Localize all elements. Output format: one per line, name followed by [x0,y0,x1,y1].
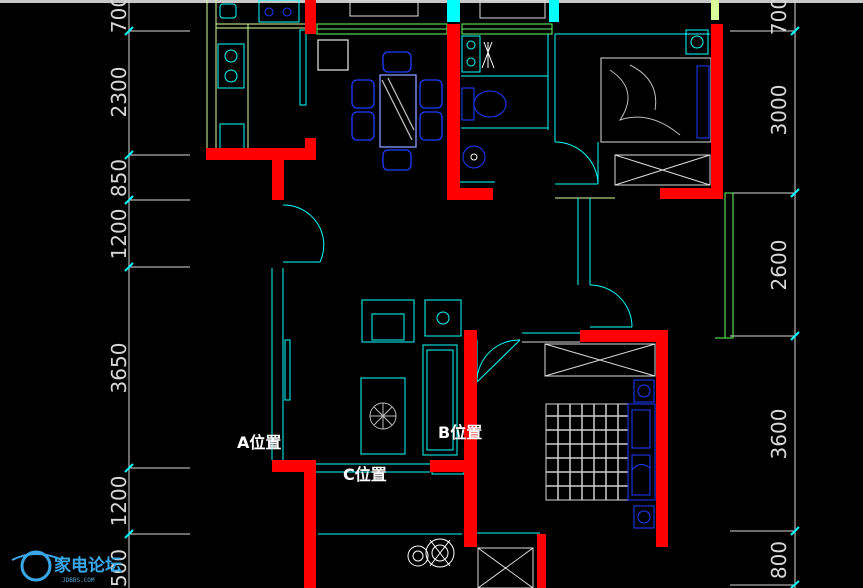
balcony-plants [407,538,455,568]
wall-kitchen-top [305,0,316,34]
wall-dining-bottom [206,148,316,160]
forum-logo-icon [20,550,52,582]
dining-table [317,39,443,171]
dim-right-3600: 3600 [767,409,791,460]
wall-c-right [430,460,464,472]
dim-right-700: 700 [767,0,791,35]
left-dimension-labels: 700 2300 850 1200 3650 1200 500 [107,0,131,587]
wall-bath-bottom [447,188,493,200]
watermark-subtitle: JDBBS.COM [62,577,95,584]
dim-right-800: 800 [767,541,791,579]
position-a-label: A位置 [237,433,281,452]
dim-left-500: 500 [107,549,131,587]
bathroom [460,34,549,183]
right-dimension-chain [730,0,800,588]
dim-left-1200b: 1200 [107,476,131,527]
position-b-label: B位置 [438,423,482,442]
position-c-label: C位置 [343,465,387,484]
wall-bottom-left-drop [304,460,316,588]
wall-entry [272,148,284,200]
right-dimension-labels: 700 3000 2600 3600 800 [767,0,791,579]
wall-bottom-right [537,534,546,588]
top-window-strip [316,0,553,35]
wall-bedroom2-top [580,330,668,342]
dim-left-1200: 1200 [107,209,131,260]
wall-dining-drop [305,138,316,160]
watermark-title: 家电论坛 [54,555,122,576]
kitchen [206,0,307,152]
dim-left-3650: 3650 [107,343,131,394]
dim-right-3000: 3000 [767,85,791,136]
master-bedroom [554,29,712,199]
living-room [271,204,521,475]
wall-livingroom-right [464,330,477,547]
cyan-wall-ends [447,0,719,22]
second-bedroom [474,342,656,588]
dim-left-2300: 2300 [107,67,131,118]
dim-left-700: 700 [107,0,131,33]
dim-left-850: 850 [107,159,131,197]
wall-bath-left [447,24,460,200]
wall-bedroom-bottom [660,188,722,199]
load-bearing-walls [206,0,723,588]
top-border [0,0,863,3]
corridor [522,192,734,343]
left-dimension-chain [124,0,190,588]
dim-right-2600: 2600 [767,240,791,291]
wall-bedroom2-right [656,330,668,547]
forum-watermark: 家电论坛 JDBBS.COM [11,550,122,584]
wall-bedroom-right [711,24,723,199]
